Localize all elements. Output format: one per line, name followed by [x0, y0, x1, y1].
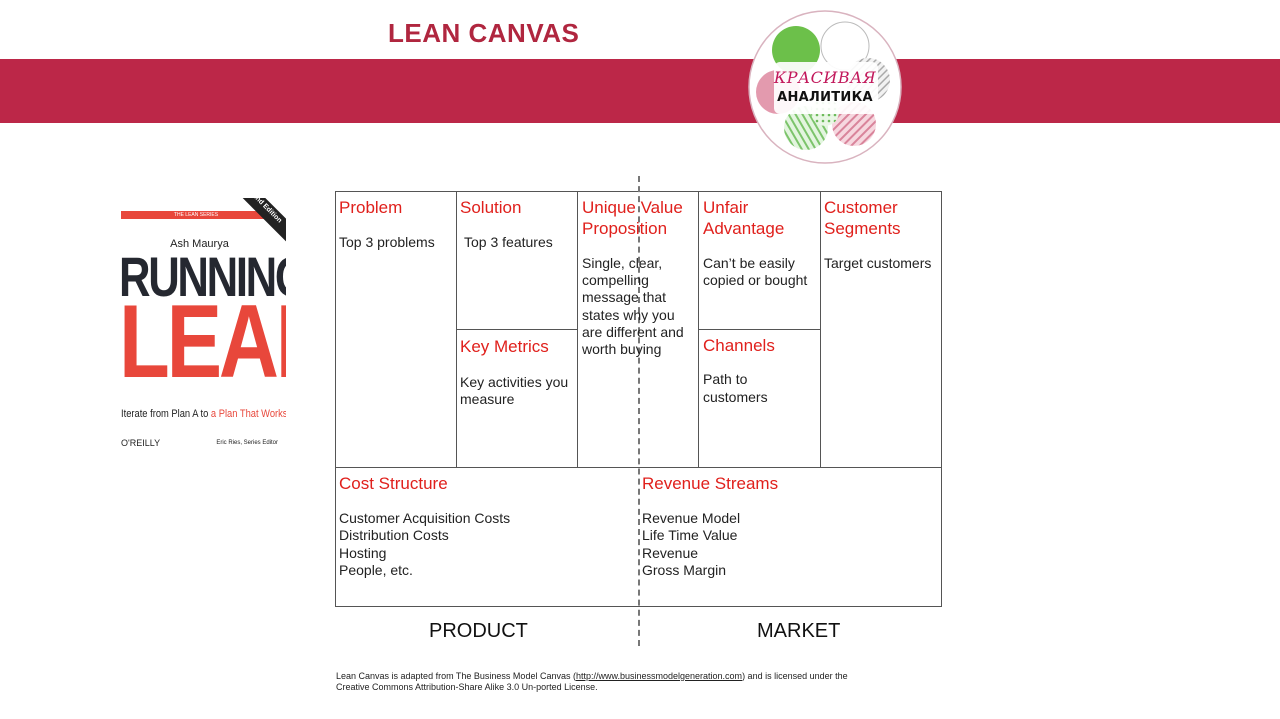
cost-structure-text-line: People, etc. — [339, 562, 413, 578]
book-subtitle-highlight: a Plan That Works — [210, 408, 286, 420]
uvp-text-line: message that — [582, 289, 667, 305]
license-link[interactable]: http://www.businessmodelgeneration.com — [575, 671, 743, 681]
unfair-advantage-text-line: Can’t be easily — [703, 255, 795, 271]
page-title: LEAN CANVAS — [388, 18, 580, 48]
solution-text: Top 3 features — [464, 234, 553, 250]
solution-title: Solution — [460, 198, 522, 217]
license-text: ) and is licensed under the — [742, 671, 848, 681]
license-text: Lean Canvas is adapted from The Business… — [336, 671, 576, 681]
book-series-bar — [121, 211, 271, 219]
problem-title: Problem — [339, 198, 403, 217]
book-title-line2: LEAN — [119, 284, 286, 400]
book-series-editor: Eric Ries, Series Editor — [216, 440, 278, 446]
logo-text-line2: АНАЛИТИКА — [777, 90, 873, 105]
product-market-divider — [638, 176, 640, 646]
license-text: Creative Commons Attribution-Share Alike… — [336, 682, 598, 692]
revenue-streams-text-line: Revenue Model — [642, 510, 741, 526]
revenue-streams-text-line: Revenue — [642, 545, 699, 561]
channels-title: Channels — [703, 336, 775, 355]
uvp-text-line: states why you — [582, 307, 675, 323]
book-series: THE LEAN SERIES — [173, 212, 219, 218]
cost-structure-text-line: Customer Acquisition Costs — [339, 510, 511, 526]
grid-divider — [698, 329, 821, 330]
market-label: MARKET — [757, 620, 841, 642]
uvp-title-line1: Unique Value — [582, 198, 683, 217]
book-cover: THE LEAN SERIES 2nd Edition Ash Maurya R… — [113, 198, 286, 458]
product-label: PRODUCT — [429, 620, 528, 642]
cost-structure-text-line: Hosting — [339, 545, 387, 561]
header-band — [0, 59, 1280, 123]
uvp-title-line2: Proposition — [582, 219, 668, 238]
license-note: Lean Canvas is adapted from The Business… — [336, 671, 896, 693]
unfair-advantage-title-line2: Advantage — [703, 219, 785, 238]
channels-text-line: Path to — [703, 371, 748, 387]
cost-structure-text-line: Distribution Costs — [339, 527, 449, 543]
book-subtitle: Iterate from Plan A to a Plan That Works — [121, 408, 286, 420]
revenue-streams-text-line: Gross Margin — [642, 562, 727, 578]
book-subtitle-plain: Iterate from Plan A to — [121, 408, 211, 420]
customer-segments-title-line2: Segments — [824, 219, 901, 238]
customer-segments-text: Target customers — [824, 255, 932, 271]
logo: КРАСИВАЯ АНАЛИТИКА — [748, 10, 902, 164]
book-author: Ash Maurya — [170, 238, 229, 250]
uvp-text-line: Single, clear, — [582, 255, 663, 271]
key-metrics-text-line: Key activities you — [460, 374, 569, 390]
unfair-advantage-title-line1: Unfair — [703, 198, 749, 217]
logo-text-line1: КРАСИВАЯ — [773, 68, 877, 87]
book-title-line1: RUNNING — [119, 245, 286, 308]
revenue-streams-title: Revenue Streams — [642, 474, 779, 493]
problem-text: Top 3 problems — [339, 234, 435, 250]
cost-structure-title: Cost Structure — [339, 474, 448, 493]
revenue-streams-text-line: Life Time Value — [642, 527, 738, 543]
key-metrics-text-line: measure — [460, 391, 515, 407]
grid-divider — [456, 329, 578, 330]
uvp-text-line: compelling — [582, 272, 649, 288]
channels-text-line: customers — [703, 389, 768, 405]
key-metrics-title: Key Metrics — [460, 337, 549, 356]
logo-flower-icon — [748, 10, 902, 164]
uvp-text-line: are different and — [582, 324, 684, 340]
customer-segments-title-line1: Customer — [824, 198, 898, 217]
unfair-advantage-text-line: copied or bought — [703, 272, 808, 288]
uvp-text-line: worth buying — [582, 341, 662, 357]
book-publisher: O'REILLY — [121, 438, 161, 448]
